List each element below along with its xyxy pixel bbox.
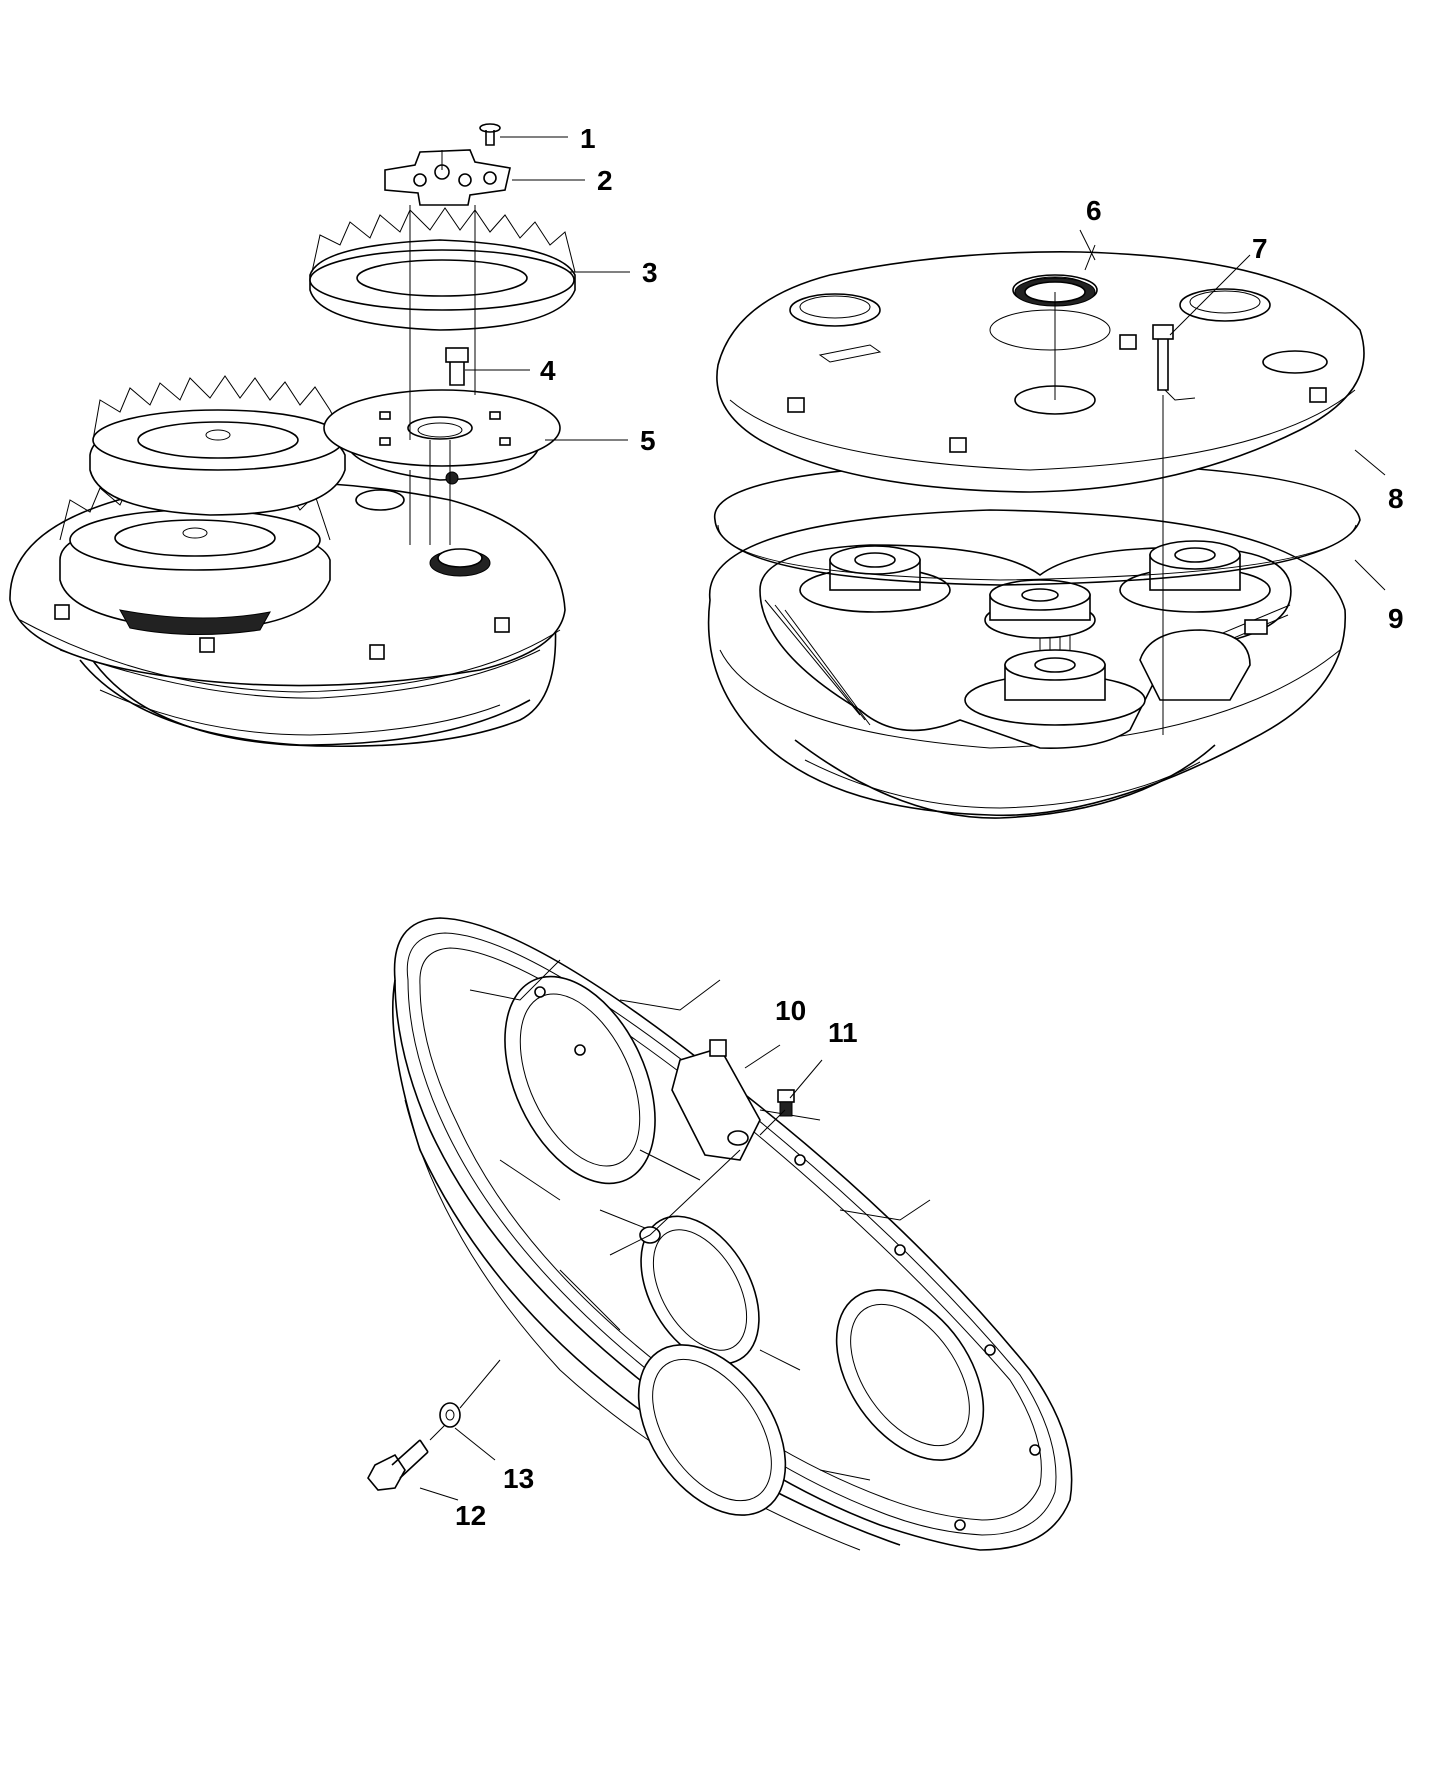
cover-plate-part-8 — [716, 251, 1365, 493]
bracket-part-10 — [671, 1039, 761, 1161]
callout-7: 7 — [1252, 233, 1268, 264]
callout-3: 3 — [642, 257, 658, 288]
bolt-part-7 — [1152, 324, 1196, 401]
callout-10: 10 — [775, 995, 806, 1026]
callout-1: 1 — [580, 123, 596, 154]
hub-plate-part-2 — [384, 149, 511, 206]
bolt-part-12 — [367, 1439, 429, 1491]
callout-labels: 1 2 3 4 5 6 7 8 9 10 11 12 13 — [455, 123, 1404, 1531]
right-assembly — [707, 251, 1365, 819]
callout-8: 8 — [1388, 483, 1404, 514]
callout-4: 4 — [540, 355, 556, 386]
callout-12: 12 — [455, 1500, 486, 1531]
washer-part-13 — [439, 1402, 461, 1428]
mounting-plate-part-5 — [323, 389, 561, 485]
left-blade-disc-upper — [89, 375, 346, 516]
blade-disc-part-3 — [309, 207, 576, 331]
callout-leaders — [419, 136, 1386, 1501]
callout-6: 6 — [1086, 195, 1102, 226]
callout-11: 11 — [828, 1017, 858, 1048]
callout-2: 2 — [597, 165, 613, 196]
left-assembly — [9, 123, 576, 748]
pulley-openings — [504, 975, 985, 1516]
belt-pulley-system — [759, 540, 1292, 749]
nut-part-11 — [777, 1089, 795, 1117]
bolt-part-4 — [445, 347, 469, 386]
screw-part-1 — [479, 123, 501, 146]
callout-5: 5 — [640, 425, 656, 456]
callout-13: 13 — [503, 1463, 534, 1494]
callout-9: 9 — [1388, 603, 1404, 634]
left-blade-disc-lower — [59, 475, 331, 636]
bottom-housing-assembly — [367, 917, 1073, 1551]
